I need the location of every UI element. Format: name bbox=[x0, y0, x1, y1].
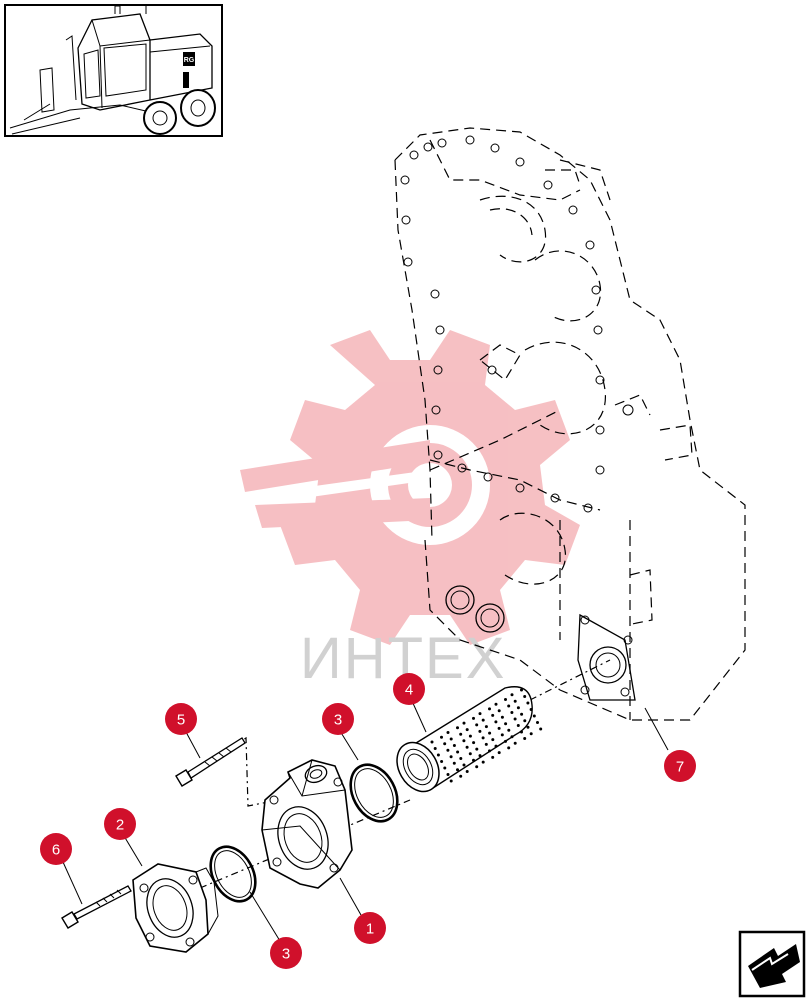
callout-4[interactable]: 4 bbox=[393, 673, 425, 705]
filter-housing[interactable] bbox=[261, 759, 353, 889]
next-page-arrow-icon[interactable] bbox=[738, 930, 806, 998]
callout-2[interactable]: 2 bbox=[104, 808, 136, 840]
callout-3[interactable]: 3 bbox=[270, 937, 302, 969]
callout-6[interactable]: 6 bbox=[40, 833, 72, 865]
assembly-axis-upper bbox=[529, 659, 611, 701]
bolt-long-lower[interactable] bbox=[61, 885, 132, 929]
callout-label: 3 bbox=[282, 946, 290, 963]
thumbnail-badge: RG bbox=[184, 57, 195, 64]
o-ring-lower[interactable] bbox=[202, 839, 265, 909]
callout-circle bbox=[40, 833, 72, 865]
callout-5[interactable]: 5 bbox=[165, 703, 197, 735]
callout-circle bbox=[165, 703, 197, 735]
callout-circle bbox=[354, 912, 386, 944]
transmission-housing bbox=[394, 127, 746, 721]
callout-circle bbox=[270, 937, 302, 969]
callout-label: 4 bbox=[405, 682, 413, 699]
filter-element[interactable] bbox=[389, 686, 543, 799]
callout-label: 3 bbox=[334, 712, 342, 729]
callout-circle bbox=[104, 808, 136, 840]
callout-circle bbox=[393, 673, 425, 705]
callout-label: 5 bbox=[177, 712, 185, 729]
callout-label: 6 bbox=[52, 842, 60, 859]
callout-circle bbox=[664, 750, 696, 782]
watermark-logo: ИНТЕХ bbox=[240, 330, 580, 691]
o-ring-upper[interactable] bbox=[341, 757, 406, 830]
callout-1[interactable]: 1 bbox=[354, 912, 386, 944]
callout-7[interactable]: 7 bbox=[664, 750, 696, 782]
filter-cover[interactable] bbox=[132, 863, 219, 953]
callout-label: 1 bbox=[366, 921, 374, 938]
bolt-long-upper[interactable] bbox=[175, 737, 246, 787]
callout-label: 7 bbox=[676, 759, 684, 776]
callout-label: 2 bbox=[116, 817, 124, 834]
machine-thumbnail[interactable]: RG bbox=[4, 4, 223, 137]
bolt-5-path bbox=[229, 736, 269, 807]
callout-circle bbox=[322, 703, 354, 735]
callout-3[interactable]: 3 bbox=[322, 703, 354, 735]
callout-markers: 5 3 4 2 6 1 3 7 bbox=[40, 673, 696, 969]
leader-lines bbox=[62, 700, 669, 942]
